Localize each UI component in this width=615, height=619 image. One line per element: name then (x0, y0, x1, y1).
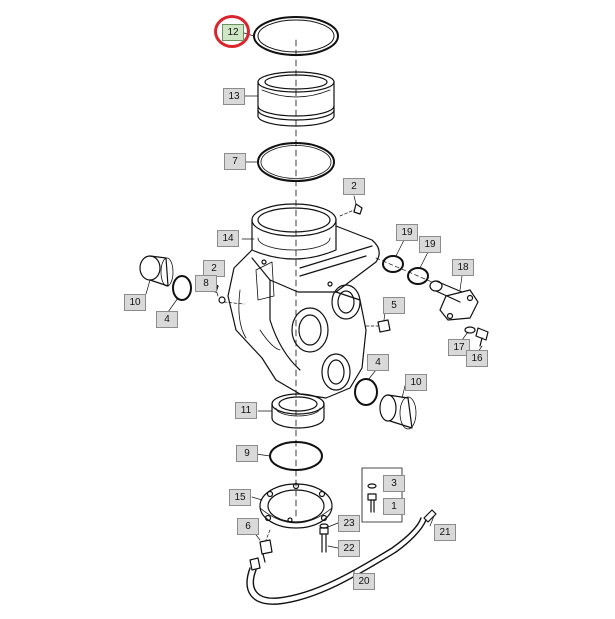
fitting-6 (259, 529, 273, 563)
callout-4-left[interactable]: 4 (156, 311, 178, 328)
o-ring-12 (253, 16, 339, 56)
plug-5 (365, 319, 391, 333)
callout-2-upper[interactable]: 2 (343, 178, 365, 195)
bolt-22-washer-23 (319, 523, 329, 553)
bushing-10-left (139, 255, 174, 287)
callout-10-right[interactable]: 10 (405, 374, 427, 391)
grease-fitting-2-upper (339, 203, 363, 217)
callout-10-left[interactable]: 10 (124, 294, 146, 311)
housing-14 (227, 203, 380, 399)
callout-21[interactable]: 21 (434, 524, 456, 541)
callout-13[interactable]: 13 (223, 88, 245, 105)
callout-1[interactable]: 1 (383, 498, 405, 515)
callout-5[interactable]: 5 (383, 297, 405, 314)
bearing-11 (271, 393, 325, 429)
callout-7[interactable]: 7 (224, 153, 246, 170)
callout-4-right[interactable]: 4 (367, 354, 389, 371)
callout-9[interactable]: 9 (236, 445, 258, 462)
callout-19-b[interactable]: 19 (419, 236, 441, 253)
callout-8[interactable]: 8 (195, 275, 217, 292)
callout-16[interactable]: 16 (466, 350, 488, 367)
callout-11[interactable]: 11 (235, 402, 257, 419)
callout-15[interactable]: 15 (229, 489, 251, 506)
pin-18 (429, 280, 479, 321)
callout-19-a[interactable]: 19 (396, 224, 418, 241)
callout-6[interactable]: 6 (237, 518, 259, 535)
o-ring-4-right (354, 378, 378, 406)
callout-3[interactable]: 3 (383, 475, 405, 492)
seals-19 (375, 255, 433, 285)
callout-23[interactable]: 23 (338, 515, 360, 532)
callout-14[interactable]: 14 (217, 230, 239, 247)
bolt-16-washer-17 (464, 326, 489, 347)
o-ring-4-left (172, 275, 192, 301)
hose-20 (246, 509, 437, 605)
callout-22[interactable]: 22 (338, 540, 360, 557)
callout-17[interactable]: 17 (448, 339, 470, 356)
cover-plate-15 (259, 482, 333, 529)
callout-12[interactable]: 12 (222, 24, 244, 41)
bushing-13 (257, 71, 335, 127)
callout-18[interactable]: 18 (452, 259, 474, 276)
bushing-10-right (379, 394, 417, 430)
callout-20[interactable]: 20 (353, 573, 375, 590)
inset-box-3-1 (361, 467, 403, 523)
